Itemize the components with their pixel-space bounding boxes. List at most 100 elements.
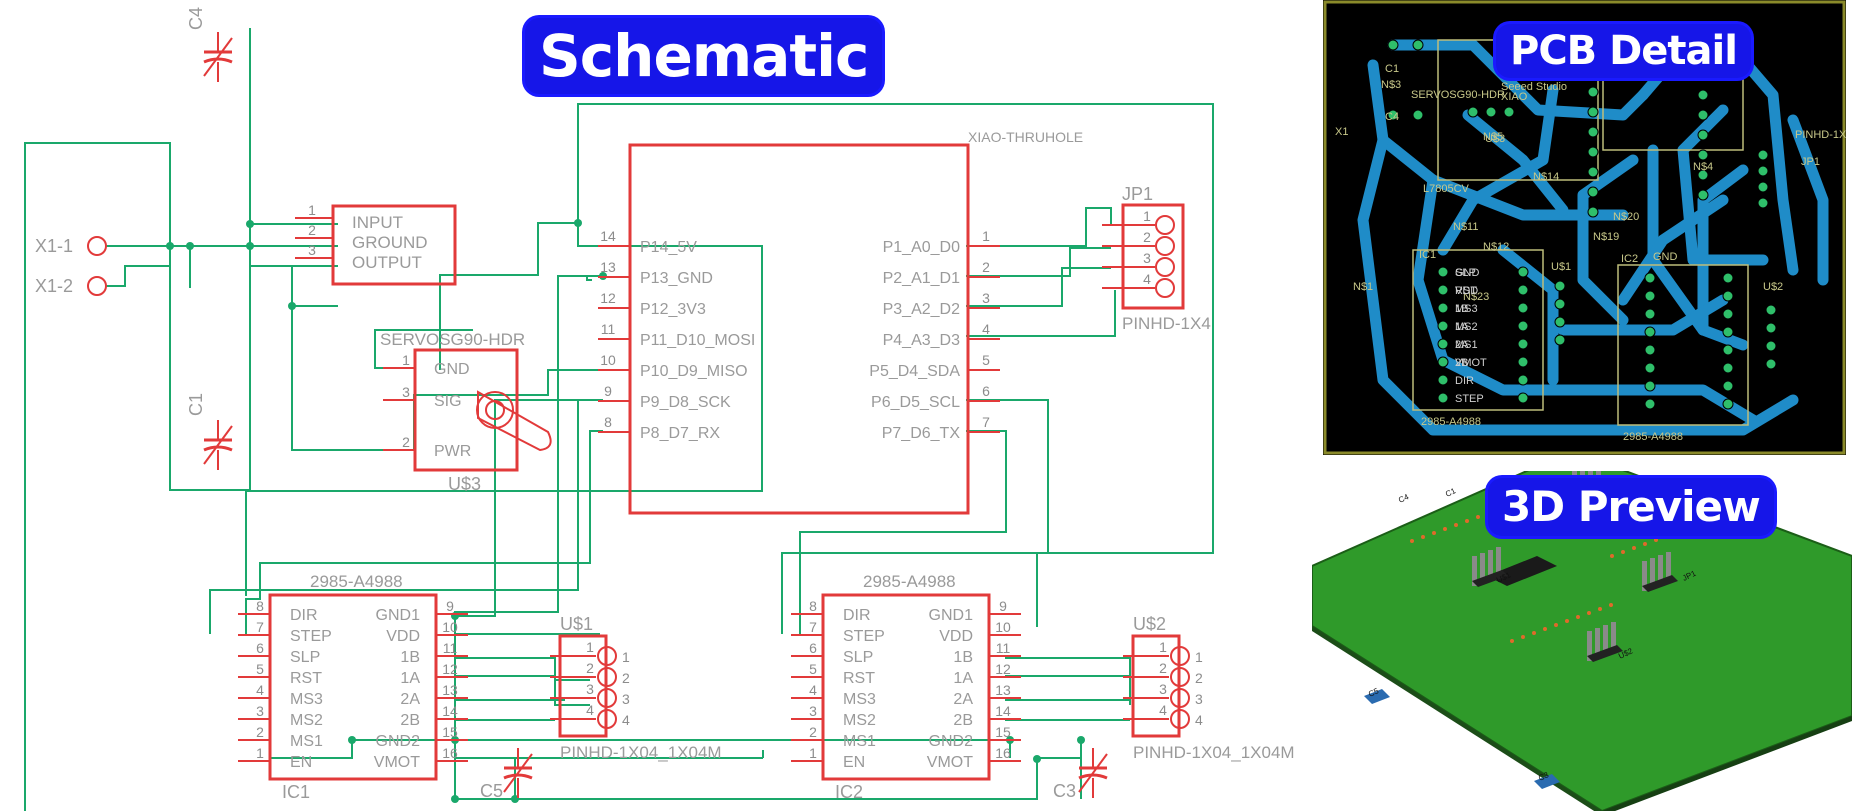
header-pin-3d (1642, 561, 1647, 591)
header-pin-3d (1666, 552, 1671, 582)
connector-terminal (87, 276, 107, 296)
motor-header-pin-number: 3 (1195, 691, 1203, 707)
pcb-label: N$20 (1613, 211, 1639, 223)
pcb-label: N$12 (1483, 241, 1509, 253)
pcb-traces (1323, 0, 1846, 455)
wire (291, 306, 415, 451)
driver-pin-number: 1 (256, 745, 264, 761)
via-3d (1576, 615, 1580, 619)
pcb-label: X1 (1335, 126, 1348, 138)
driver-pin-label: MS3 (843, 691, 876, 708)
via-3d (1565, 619, 1569, 623)
motor-header-pin-number: 3 (1159, 681, 1167, 697)
header-base-3d (1472, 570, 1508, 587)
header-pin-3d (1496, 547, 1501, 577)
capacitor-symbol (203, 32, 233, 82)
motor-header-pin-number: 2 (622, 670, 630, 686)
pcb-title: PCB Detail (1496, 24, 1751, 78)
pcb-pad (1387, 39, 1399, 51)
via-3d (1610, 554, 1614, 558)
via-3d (1609, 603, 1613, 607)
pcb-pad (1587, 186, 1599, 198)
pcb-label: N$14 (1533, 171, 1559, 183)
connector-label: X1-2 (35, 276, 73, 296)
xiao-pin-number: 5 (982, 352, 990, 368)
pcb-label: N$5 (1483, 131, 1503, 143)
xiao-pin-number: 10 (600, 352, 616, 368)
pcb-pad (1485, 106, 1497, 118)
via-3d (1643, 542, 1647, 546)
via-3d (1510, 639, 1514, 643)
pcb-label: U$1 (1551, 261, 1571, 273)
pcb-pad (1517, 320, 1529, 332)
pcb-pad (1587, 166, 1599, 178)
capacitor-label: C3 (1053, 781, 1076, 801)
motor-header-name: U$2 (1133, 614, 1166, 634)
pcb-driver-pin-label: VMOT (1455, 357, 1487, 369)
servo-pin-number: 2 (402, 434, 410, 450)
driver-body (268, 593, 438, 781)
pcb-pad (1644, 326, 1656, 338)
board-3d-edge (1312, 626, 1602, 811)
pcb-pad (1644, 380, 1656, 392)
xiao-pin-label: P6_D5_SCL (871, 394, 960, 411)
via-3d (1632, 546, 1636, 550)
driver-pin-number: 5 (809, 661, 817, 677)
driver-name-label: IC2 (835, 782, 863, 802)
driver-pin-number: 7 (256, 619, 264, 635)
driver-pin-number: 15 (442, 724, 458, 740)
pcb-label: 2985-A4988 (1421, 416, 1481, 428)
cap-plate-curved (503, 773, 533, 780)
driver-pin-number: 2 (256, 724, 264, 740)
xiao-pin-label: P10_D9_MISO (640, 363, 748, 380)
pcb-trace (1412, 174, 1759, 426)
driver-pin-number: 4 (256, 682, 264, 698)
wire (454, 740, 1038, 800)
regulator-body (331, 204, 457, 286)
pcb-trace (1462, 109, 1569, 216)
pcb-trace (1387, 39, 1649, 121)
header-pin-3d (1595, 628, 1600, 658)
pcb-driver-pin-label: DIR (1455, 375, 1474, 387)
pcb-pad (1697, 109, 1709, 121)
servo-pin-label: PWR (434, 443, 471, 460)
wire (105, 265, 170, 287)
pcb-pad (1722, 380, 1734, 392)
connector-label: X1-1 (35, 236, 73, 256)
servo-name-label: U$3 (448, 474, 481, 494)
connector-terminal (87, 236, 107, 256)
driver-pin-number: 8 (809, 598, 817, 614)
driver-pin-label: VDD (386, 628, 420, 645)
pcb-pad (1757, 149, 1769, 161)
regulator-pin-label: INPUT (352, 213, 403, 232)
xiao-pin-number: 11 (601, 321, 616, 337)
pcb-driver-pin-label: SLP (1455, 267, 1476, 279)
regulator-pin-label: OUTPUT (352, 253, 422, 272)
xiao-pin-number: 13 (600, 259, 616, 275)
driver-pin-label: VMOT (374, 754, 420, 771)
pcb-pad (1722, 398, 1734, 410)
driver-pin-number: 10 (995, 619, 1011, 635)
pcb-pad (1437, 374, 1449, 386)
pcb-pad (1757, 197, 1769, 209)
motor-header-pin-number: 4 (1159, 702, 1167, 718)
driver-pin-label: MS1 (843, 733, 876, 750)
pcb-pad (1722, 290, 1734, 302)
pcb-label: PINHD-1X4 (1795, 129, 1846, 141)
xiao-pin-label: P13_GND (640, 270, 713, 287)
driver-pin-label: DIR (843, 607, 871, 624)
junction-dot (246, 242, 254, 250)
driver-pin-number: 14 (442, 703, 458, 719)
pcb-label: C4 (1385, 111, 1399, 123)
cap-plate-curved (1078, 773, 1108, 780)
pcb-pad (1554, 316, 1566, 328)
motor-header-pin-circle (1170, 709, 1190, 729)
chip-3d (1487, 556, 1557, 586)
pcb-driver-pin-label: STEP (1455, 393, 1484, 405)
pcb-pad (1437, 392, 1449, 404)
board-3d-edge (1602, 716, 1852, 811)
driver-pin-label: 1A (400, 670, 420, 687)
